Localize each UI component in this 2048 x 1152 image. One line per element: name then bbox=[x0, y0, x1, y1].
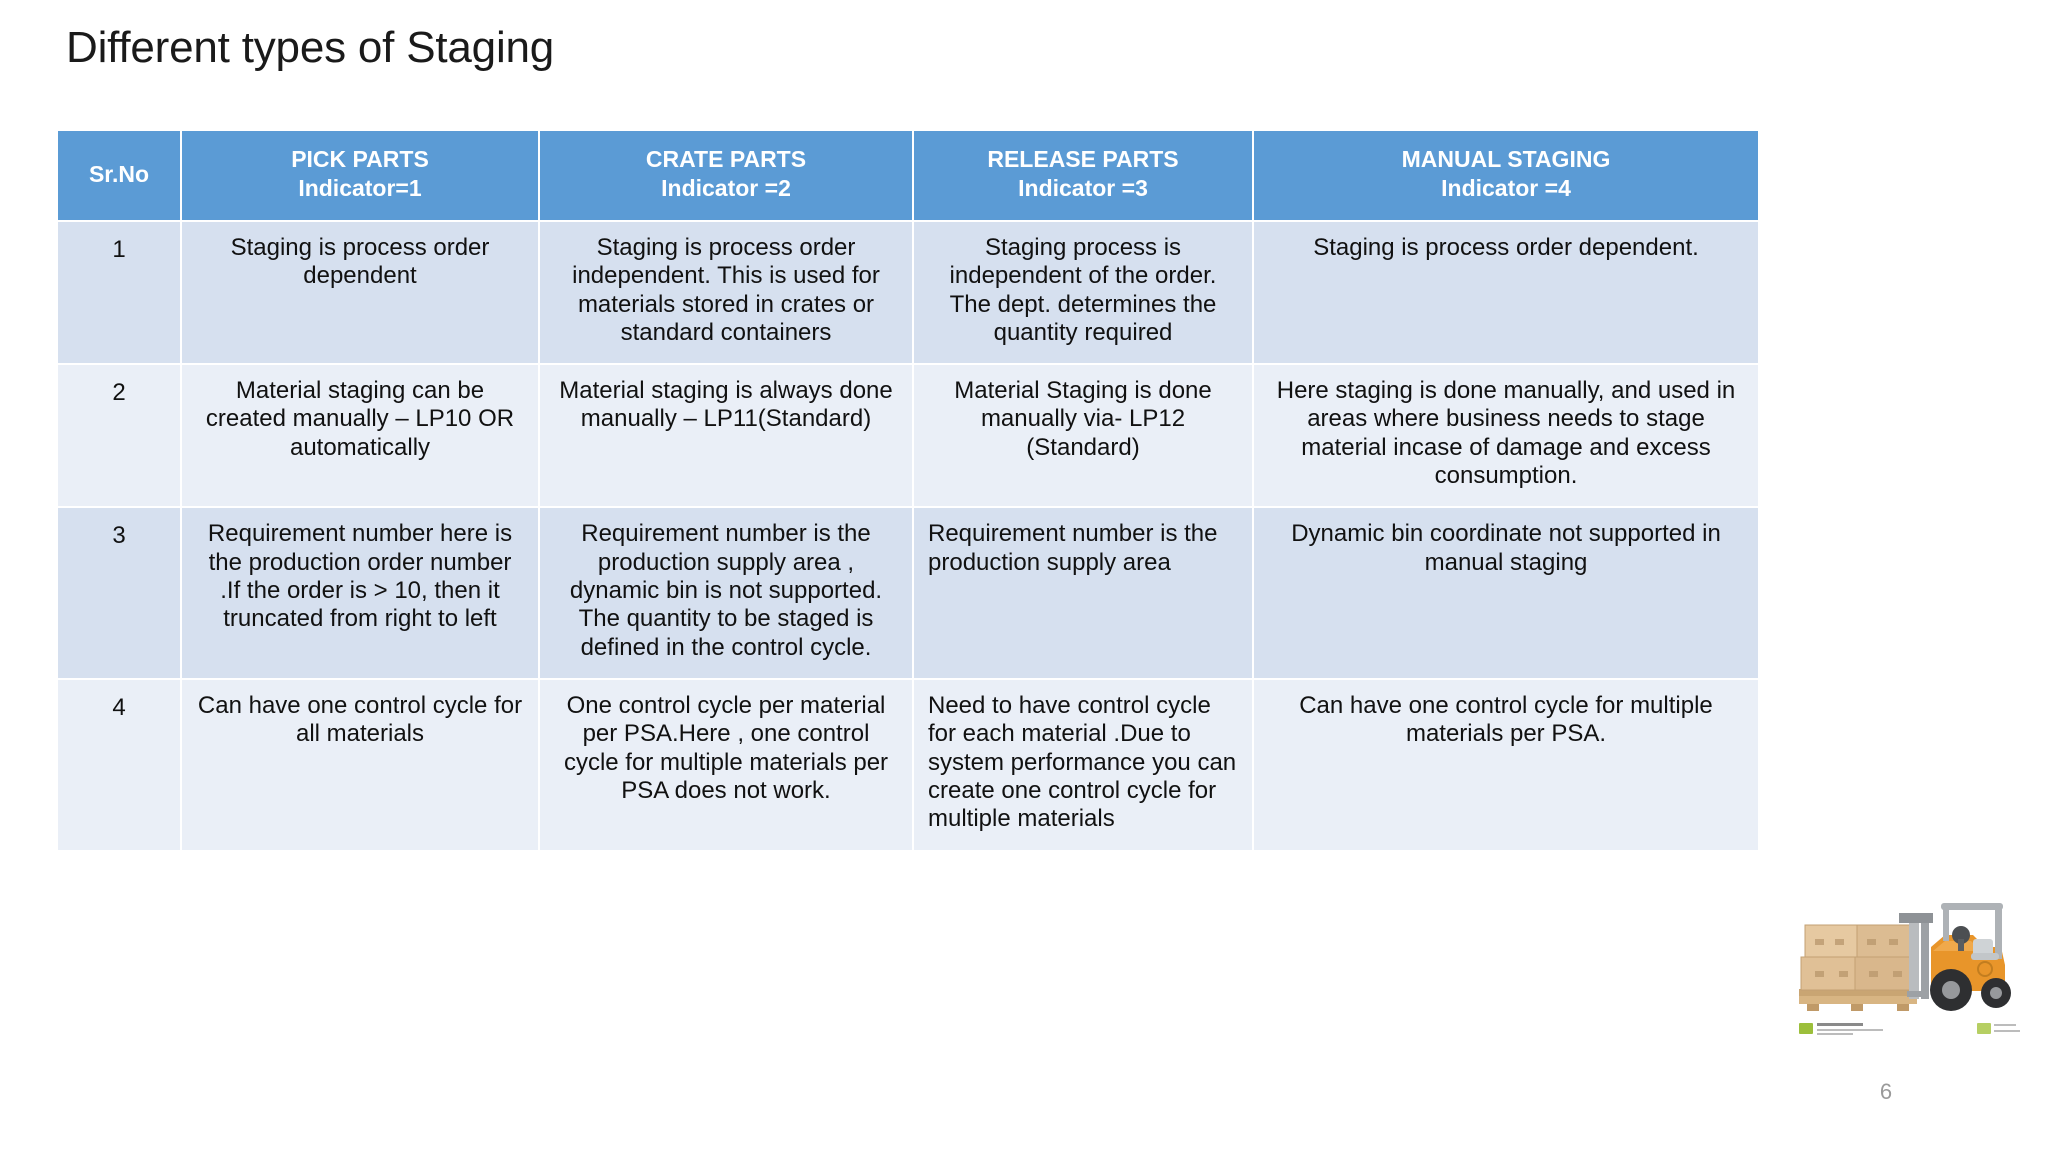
cell-manual-staging: Here staging is done manually, and used … bbox=[1254, 365, 1758, 509]
table-row: 4 Can have one control cycle for all mat… bbox=[58, 679, 1758, 852]
column-header-title: CRATE PARTS bbox=[645, 146, 807, 172]
cell-pick-parts: Material staging can be created manually… bbox=[182, 365, 540, 509]
column-header-indicator: Indicator =4 bbox=[1441, 175, 1571, 202]
cell-manual-staging: Staging is process order dependent. bbox=[1254, 221, 1758, 366]
cell-manual-staging: Dynamic bin coordinate not supported in … bbox=[1254, 508, 1758, 680]
column-header-title: MANUAL STAGING bbox=[1401, 146, 1611, 172]
table-row: 3 Requirement number here is the product… bbox=[58, 508, 1758, 680]
cell-pick-parts: Requirement number here is the productio… bbox=[182, 508, 540, 680]
column-header-title: Sr.No bbox=[88, 160, 150, 187]
staging-comparison-table: Sr.No PICK PARTS Indicator=1 CRATE PARTS… bbox=[58, 131, 1758, 852]
table-row: 2 Material staging can be created manual… bbox=[58, 365, 1758, 509]
column-header-indicator: Indicator =2 bbox=[661, 175, 791, 202]
column-header-pick-parts: PICK PARTS Indicator=1 bbox=[182, 131, 540, 222]
column-header-crate-parts: CRATE PARTS Indicator =2 bbox=[540, 131, 914, 222]
table-row: 1 Staging is process order dependent Sta… bbox=[58, 221, 1758, 366]
cell-pick-parts: Can have one control cycle for all mater… bbox=[182, 679, 540, 852]
column-header-title: PICK PARTS bbox=[291, 146, 429, 172]
column-header-sr-no: Sr.No bbox=[58, 131, 182, 222]
cell-crate-parts: One control cycle per material per PSA.H… bbox=[540, 679, 914, 852]
cell-sr-no: 1 bbox=[58, 221, 182, 366]
page-title: Different types of Staging bbox=[66, 23, 555, 72]
page-number: 6 bbox=[1879, 1079, 1893, 1104]
cell-release-parts: Material Staging is done manually via- L… bbox=[914, 365, 1254, 509]
cell-manual-staging: Can have one control cycle for multiple … bbox=[1254, 679, 1758, 852]
cell-sr-no: 4 bbox=[58, 679, 182, 852]
cell-crate-parts: Requirement number is the production sup… bbox=[540, 508, 914, 680]
column-header-title: RELEASE PARTS bbox=[987, 146, 1179, 172]
cell-sr-no: 2 bbox=[58, 365, 182, 509]
column-header-manual-staging: MANUAL STAGING Indicator =4 bbox=[1254, 131, 1758, 222]
cell-release-parts: Staging process is independent of the or… bbox=[914, 221, 1254, 366]
column-header-release-parts: RELEASE PARTS Indicator =3 bbox=[914, 131, 1254, 222]
column-header-indicator: Indicator =3 bbox=[1018, 175, 1148, 202]
forklift-image bbox=[1795, 895, 2021, 1023]
cell-crate-parts: Material staging is always done manually… bbox=[540, 365, 914, 509]
cell-release-parts: Requirement number is the production sup… bbox=[914, 508, 1254, 680]
column-header-indicator: Indicator=1 bbox=[298, 175, 422, 202]
cell-release-parts: Need to have control cycle for each mate… bbox=[914, 679, 1254, 852]
cell-sr-no: 3 bbox=[58, 508, 182, 680]
table-header-row: Sr.No PICK PARTS Indicator=1 CRATE PARTS… bbox=[58, 131, 1758, 222]
stock-photo-watermark bbox=[1795, 1021, 2021, 1037]
cell-pick-parts: Staging is process order dependent bbox=[182, 221, 540, 366]
cell-crate-parts: Staging is process order independent. Th… bbox=[540, 221, 914, 366]
